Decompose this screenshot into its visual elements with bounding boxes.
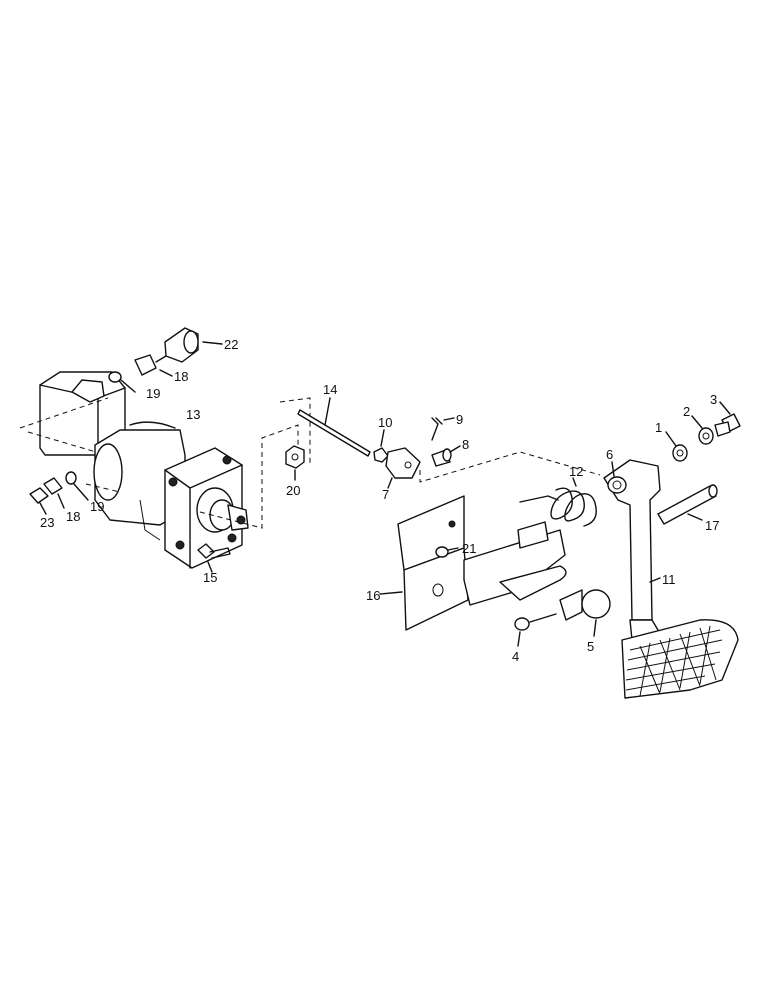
master-cylinder [39,371,249,569]
part-20 [285,445,305,481]
part-18-left [43,477,65,509]
label-part-1: 1 [655,420,662,435]
label-part-13: 13 [186,407,200,422]
label-part-12: 12 [569,464,583,479]
label-part-3: 3 [710,392,717,407]
label-part-19-top: 19 [146,386,160,401]
part-2 [691,415,714,445]
part-14 [297,397,371,457]
label-part-20: 20 [286,483,300,498]
label-part-2: 2 [683,404,690,419]
part-9 [431,417,455,441]
part-4 [514,613,557,647]
part-3 [714,401,741,437]
part-16 [379,495,567,631]
label-part-9: 9 [456,412,463,427]
part-15 [197,543,231,573]
label-part-8: 8 [462,437,469,452]
label-part-6: 6 [606,447,613,462]
alignment-line [85,397,311,493]
alignment-line [19,397,299,529]
label-part-4: 4 [512,649,519,664]
label-part-23: 23 [40,515,54,530]
label-part-16: 16 [366,588,380,603]
label-part-10: 10 [378,415,392,430]
part-22 [164,327,223,363]
label-part-14: 14 [323,382,337,397]
part-1 [665,431,688,462]
part-11 [603,459,665,653]
label-part-7: 7 [382,487,389,502]
alignment-line [419,451,601,483]
part-18-top [134,354,173,377]
part-5 [559,589,611,637]
label-part-22: 22 [224,337,238,352]
part-21 [435,546,459,558]
pedal-pad [621,619,739,699]
part-12 [519,477,597,527]
label-part-19-left: 19 [90,499,104,514]
label-part-18-top: 18 [174,369,188,384]
part-17 [657,484,718,525]
leader-6 [611,461,615,477]
part-10 [373,429,389,463]
label-part-21: 21 [462,541,476,556]
label-part-11: 11 [662,572,676,587]
label-part-17: 17 [705,518,719,533]
part-8 [431,445,461,467]
part-23 [29,487,49,515]
part-7 [385,447,421,489]
part-19-top [108,371,136,393]
part-19-left [65,471,89,501]
label-part-18-left: 18 [66,509,80,524]
label-part-5: 5 [587,639,594,654]
label-part-15: 15 [203,570,217,585]
